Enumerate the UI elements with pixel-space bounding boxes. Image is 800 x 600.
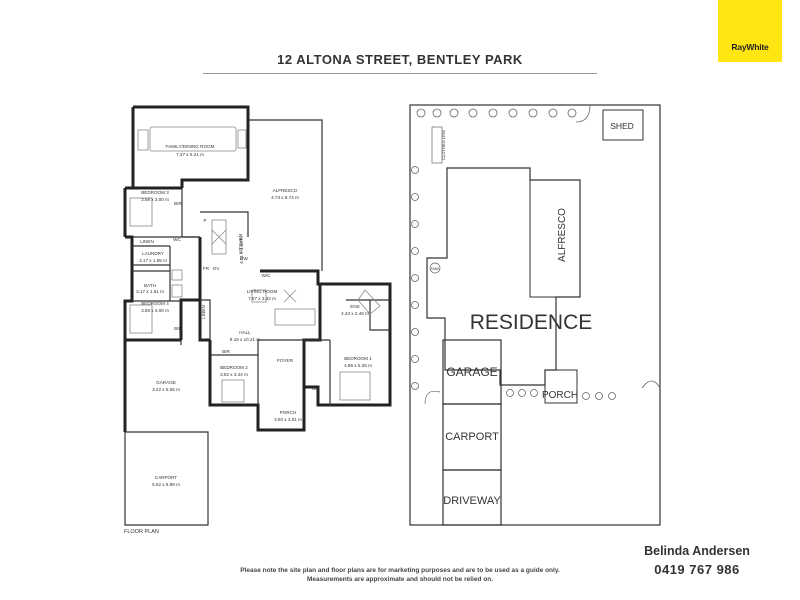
svg-text:BIR: BIR bbox=[174, 326, 182, 331]
svg-text:4.86 x 5.26 m: 4.86 x 5.26 m bbox=[344, 363, 372, 368]
site-plan: SHED CLOTHES LINE ALFRESCO RESIDENCE TAN… bbox=[409, 104, 661, 526]
svg-text:3.50 x 3.01 m: 3.50 x 3.01 m bbox=[274, 417, 302, 422]
svg-text:FOYER: FOYER bbox=[277, 358, 294, 363]
svg-text:GARAGE: GARAGE bbox=[446, 365, 497, 379]
residence-outline bbox=[426, 167, 581, 386]
svg-text:BEDROOM 2: BEDROOM 2 bbox=[220, 365, 248, 370]
svg-text:BATH: BATH bbox=[144, 283, 156, 288]
svg-text:ALFRESCO: ALFRESCO bbox=[273, 188, 298, 193]
svg-text:CARPORT: CARPORT bbox=[445, 431, 499, 443]
svg-text:CLOTHES LINE: CLOTHES LINE bbox=[441, 130, 446, 160]
svg-text:WC: WC bbox=[173, 237, 181, 242]
residence-label: RESIDENCE bbox=[470, 311, 593, 334]
svg-text:W/C: W/C bbox=[262, 273, 272, 278]
floor-plan-caption: FLOOR PLAN bbox=[124, 529, 159, 535]
svg-text:CARPORT: CARPORT bbox=[155, 475, 178, 480]
svg-text:3.22 x 5.55 m: 3.22 x 5.55 m bbox=[152, 387, 180, 392]
svg-text:3.58 x 3.00 m: 3.58 x 3.00 m bbox=[141, 197, 169, 202]
svg-text:LIVING ROOM: LIVING ROOM bbox=[247, 289, 278, 294]
svg-text:BEDROOM 4: BEDROOM 4 bbox=[141, 301, 169, 306]
svg-text:PORCH: PORCH bbox=[280, 410, 297, 415]
svg-text:LINEN: LINEN bbox=[201, 305, 206, 319]
svg-text:GARAGE: GARAGE bbox=[156, 380, 176, 385]
disclaimer-line-2: Measurements are approximate and should … bbox=[306, 576, 493, 583]
svg-text:LINEN: LINEN bbox=[140, 239, 154, 244]
svg-text:7.37 x 5.21 m: 7.37 x 5.21 m bbox=[176, 152, 204, 157]
svg-text:BEDROOM 3: BEDROOM 3 bbox=[141, 190, 169, 195]
svg-text:4.43 x 2.46 m: 4.43 x 2.46 m bbox=[341, 311, 369, 316]
svg-text:BEDROOM 1: BEDROOM 1 bbox=[344, 356, 372, 361]
svg-text:7.67 x 3.32 m: 7.67 x 3.32 m bbox=[248, 296, 276, 301]
site-alfresco bbox=[529, 179, 581, 298]
svg-text:LAUNDRY: LAUNDRY bbox=[142, 251, 164, 256]
svg-text:3.17 x 1.85 m: 3.17 x 1.85 m bbox=[139, 258, 167, 263]
svg-text:4.01 x 4.38 m: 4.01 x 4.38 m bbox=[239, 236, 244, 264]
svg-text:5.52 x 6.89 m: 5.52 x 6.89 m bbox=[152, 482, 180, 487]
svg-text:HALL: HALL bbox=[239, 330, 251, 335]
site-boundary bbox=[409, 104, 661, 526]
svg-text:TANK: TANK bbox=[431, 267, 441, 271]
disclaimer-line-1: Please note the site plan and floor plan… bbox=[240, 567, 560, 574]
svg-text:PORCH: PORCH bbox=[542, 390, 578, 401]
svg-text:3.58 x 3.00 m: 3.58 x 3.00 m bbox=[141, 308, 169, 313]
agent-phone: 0419 767 986 bbox=[654, 562, 740, 577]
svg-text:P: P bbox=[203, 218, 206, 223]
svg-text:FR: FR bbox=[203, 266, 210, 271]
svg-text:4.73 x 8.74 m: 4.73 x 8.74 m bbox=[271, 195, 299, 200]
title-divider bbox=[203, 73, 597, 74]
property-address-title: 12 ALTONA STREET, BENTLEY PARK bbox=[277, 52, 523, 67]
svg-text:KITCHEN: KITCHEN bbox=[238, 234, 243, 254]
svg-text:BIR: BIR bbox=[174, 201, 182, 206]
svg-text:OV: OV bbox=[213, 266, 221, 271]
agent-name: Belinda Andersen bbox=[644, 544, 750, 558]
svg-text:BIR: BIR bbox=[312, 386, 320, 391]
logo-text: RayWhite bbox=[731, 42, 769, 52]
svg-text:9.19 x 10.21 m: 9.19 x 10.21 m bbox=[230, 337, 261, 342]
room-label-family: FAMILY/DINING ROOM bbox=[166, 144, 215, 149]
family-room-wall bbox=[133, 105, 250, 188]
ray-white-logo: RayWhite bbox=[718, 0, 782, 62]
svg-text:3.17 x 1.61 m: 3.17 x 1.61 m bbox=[136, 289, 164, 294]
svg-text:BIR: BIR bbox=[222, 349, 230, 354]
svg-text:DW: DW bbox=[240, 256, 248, 261]
svg-text:3.82 x 3.44 m: 3.82 x 3.44 m bbox=[220, 372, 248, 377]
svg-text:DRIVEWAY: DRIVEWAY bbox=[443, 495, 501, 507]
disclaimer: Please note the site plan and floor plan… bbox=[150, 566, 650, 584]
floor-plan: FAMILY/DINING ROOM 7.37 x 5.21 m ALFRESC… bbox=[123, 105, 392, 535]
svg-text:ENS: ENS bbox=[350, 304, 359, 309]
svg-text:SHED: SHED bbox=[610, 121, 634, 131]
svg-text:ALFRESCO: ALFRESCO bbox=[557, 208, 568, 262]
